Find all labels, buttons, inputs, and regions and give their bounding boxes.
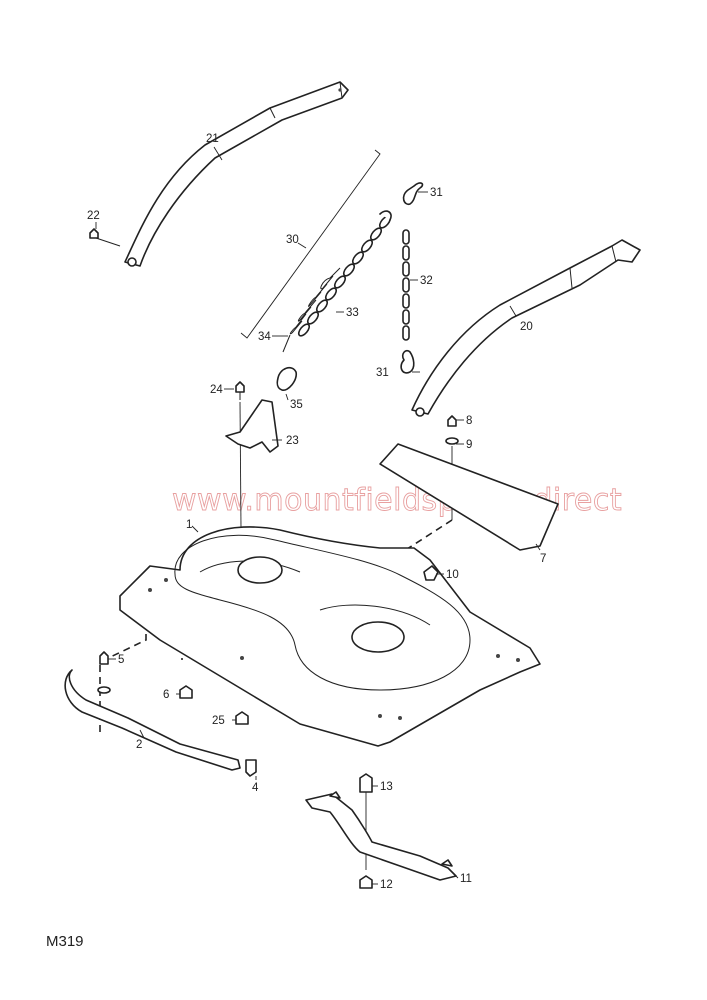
part-32-chain-vertical [402,229,410,341]
part-9-washer [445,437,459,445]
callout-4: 4 [252,782,259,794]
callout-25: 25 [212,715,225,727]
part-1-cutting-deck [119,526,541,747]
part-31-hook-bottom [400,349,415,374]
part-23-bracket [225,399,279,453]
callout-31-bottom: 31 [376,367,389,379]
callout-31-top: 31 [430,187,443,199]
callout-33: 33 [346,307,359,319]
callout-8: 8 [466,415,472,427]
bracket-30 [240,149,381,339]
callout-9: 9 [466,439,472,451]
part-21-lift-arm-left [124,81,349,267]
callout-22: 22 [87,210,100,222]
callout-21: 21 [206,133,219,145]
part-10-nut [423,565,439,581]
part-33-chain [297,210,392,337]
part-11-blade [305,793,457,881]
callout-7: 7 [540,553,546,565]
drawing-code: M319 [46,933,84,950]
part-20-lift-arm-right [411,239,641,417]
callout-6: 6 [163,689,169,701]
part-5-washer [97,686,111,694]
part-34-spring [282,267,341,353]
part-11-tip-left [329,791,341,799]
part-13-spindle-bolt [359,773,373,793]
part-4-bolt [245,759,257,777]
callout-11: 11 [460,873,472,885]
part-31-hook-top [402,182,424,206]
callout-34: 34 [258,331,271,343]
callout-2: 2 [136,739,142,751]
callout-35: 35 [290,399,303,411]
callout-13: 13 [380,781,393,793]
part-2-bumper [64,669,241,771]
part-25-nut [235,711,249,725]
callout-1: 1 [186,519,192,531]
part-22-bolt [89,228,121,247]
part-5-bolt [99,651,109,665]
part-6-nut [179,685,193,699]
part-11-tip-right [441,859,453,867]
callout-10: 10 [446,569,459,581]
part-35-ring [276,366,298,391]
part-7-deflector [379,443,559,551]
part-8-bolt [447,415,457,427]
leader-lines [95,146,541,885]
callout-23: 23 [286,435,299,447]
callout-20: 20 [520,321,533,333]
callout-24: 24 [210,384,223,396]
callout-5: 5 [118,654,124,666]
callout-30: 30 [286,234,299,246]
callout-32: 32 [420,275,433,287]
part-12-blade-bolt [359,875,373,889]
callout-12: 12 [380,879,393,891]
